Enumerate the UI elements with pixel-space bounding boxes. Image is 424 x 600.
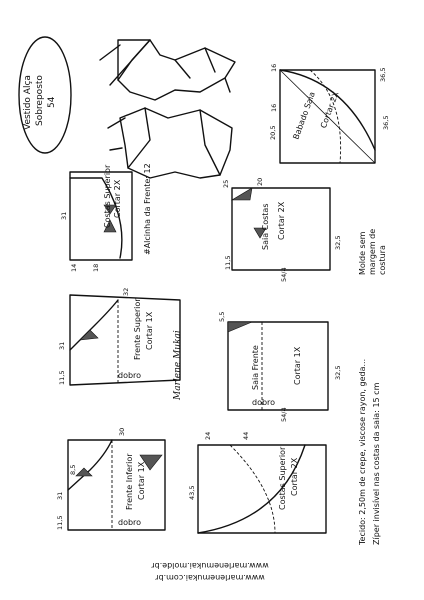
saia-costas-cut: Cortar 2X bbox=[277, 201, 286, 240]
saia-costas-dim-1: 20 bbox=[256, 178, 264, 186]
title-block: Vestido Alça Sobreposto 54 bbox=[18, 36, 72, 154]
frente-inf-cut: Cortar 1X bbox=[137, 461, 146, 500]
babado-dim-2: 36,5 bbox=[382, 116, 390, 130]
frente-inf-fold: dobro bbox=[118, 518, 141, 527]
saia-costas-dim-0: 25 bbox=[222, 180, 230, 188]
website-block: www.marlenemukai.com.br www.marlenemukai… bbox=[151, 561, 269, 582]
piece-saia-costas: Saia Costas Cortar 2X 25 20 32,5 11,5 54… bbox=[222, 178, 342, 282]
alcinha-note: #Alcinha da Frente: 12 bbox=[143, 163, 152, 255]
saia-costas-name: Saia Costas bbox=[261, 203, 270, 250]
signature: Marlene Mukai bbox=[173, 330, 183, 401]
title-line3: 54 bbox=[47, 96, 57, 108]
costas-dim-1: 18 bbox=[92, 264, 100, 272]
costas-cut: Cortar 2X bbox=[113, 179, 122, 218]
babado-cut: Cortar 2X bbox=[319, 90, 341, 129]
costas-name: Costas Superior bbox=[103, 164, 112, 228]
saia-frente-cut: Cortar 1X bbox=[293, 346, 302, 385]
piece-babado-saia: Babado Saia Cortar 2X 16 36,5 36,5 20,5 … bbox=[269, 64, 390, 164]
website-line2: www.marlenemukai.molde.br bbox=[151, 561, 269, 570]
frente-sup-dim-1: 31 bbox=[58, 342, 66, 350]
frente-inf-name: Frente Inferior bbox=[125, 453, 134, 510]
babado-dim-1: 36,5 bbox=[379, 68, 387, 82]
frente-sup-fold: dobro bbox=[118, 371, 141, 380]
fabric-line1: Tecido: 2,50m de crepe, viscose rayon, g… bbox=[358, 359, 367, 546]
piece-frente-superior: Frente Superior Cortar 1X dobro 32 31 11… bbox=[58, 288, 181, 386]
website-line1: www.marlenemukai.com.br bbox=[155, 573, 265, 582]
saia-costas-dim-2: 32,5 bbox=[334, 236, 342, 250]
fabric-note: Tecido: 2,50m de crepe, viscose rayon, g… bbox=[358, 359, 381, 546]
fabric-line2: Zíper invisível nas costas da saia: 15 c… bbox=[372, 382, 381, 545]
costas-sup2-dim-1: 44 bbox=[242, 432, 250, 440]
title-line2: Sobreposto bbox=[35, 75, 45, 126]
costas-sup2-name: Costas Superior bbox=[278, 446, 287, 510]
costas-dim-2: 14 bbox=[70, 264, 78, 272]
piece-frente-inferior: Frente Inferior Cortar 1X dobro 30 31 11… bbox=[56, 428, 166, 531]
frente-sup-cut: Cortar 1X bbox=[145, 311, 154, 350]
saia-frente-dim-0: 5,5 bbox=[218, 312, 226, 322]
frente-inf-dim-3: 8,5 bbox=[69, 465, 77, 475]
babado-dim-4: 16 bbox=[270, 104, 278, 112]
frente-sup-dim-2: 11,5 bbox=[58, 371, 66, 385]
saia-costas-dim-3: 11,5 bbox=[224, 256, 232, 270]
frente-inf-dim-0: 30 bbox=[118, 428, 126, 436]
molde-line2: margem de bbox=[368, 229, 377, 275]
frente-sup-name: Frente Superior bbox=[133, 298, 142, 360]
frente-inf-dim-1: 31 bbox=[56, 492, 64, 500]
dress-illustration bbox=[99, 39, 236, 179]
costas-sup2-dim-2: 43,5 bbox=[188, 486, 196, 500]
piece-saia-frente: Saia Frente Cortar 1X dobro 5,5 32,5 54/… bbox=[218, 312, 342, 422]
babado-dim-3: 20,5 bbox=[269, 126, 277, 140]
frente-inf-dim-2: 11,5 bbox=[56, 516, 64, 530]
costas-sup2-dim-0: 24 bbox=[204, 432, 212, 440]
costas-dim-0: 31 bbox=[60, 212, 68, 220]
costas-sup2-cut: Cortar 2X bbox=[290, 457, 299, 496]
molde-line3: costura bbox=[378, 245, 387, 275]
saia-frente-dim-2: 54/4 bbox=[280, 407, 288, 422]
molde-note: Molde sem margem de costura bbox=[358, 229, 387, 275]
saia-frente-name: Saia Frente bbox=[251, 345, 260, 390]
frente-sup-dim-0: 32 bbox=[122, 288, 130, 296]
saia-costas-dim-4: 54/4 bbox=[280, 267, 288, 282]
babado-name: Babado Saia bbox=[291, 91, 317, 141]
saia-frente-fold: dobro bbox=[252, 398, 275, 407]
piece-costas: Costas Superior Cortar 2X 31 18 14 bbox=[60, 164, 133, 272]
saia-frente-dim-1: 32,5 bbox=[334, 366, 342, 380]
title-line1: Vestido Alça bbox=[23, 75, 33, 130]
babado-dim-0: 16 bbox=[270, 64, 278, 72]
molde-line1: Molde sem bbox=[358, 231, 367, 275]
piece-costas-superior-2: Costas Superior Cortar 2X 24 44 43,5 bbox=[188, 432, 327, 534]
